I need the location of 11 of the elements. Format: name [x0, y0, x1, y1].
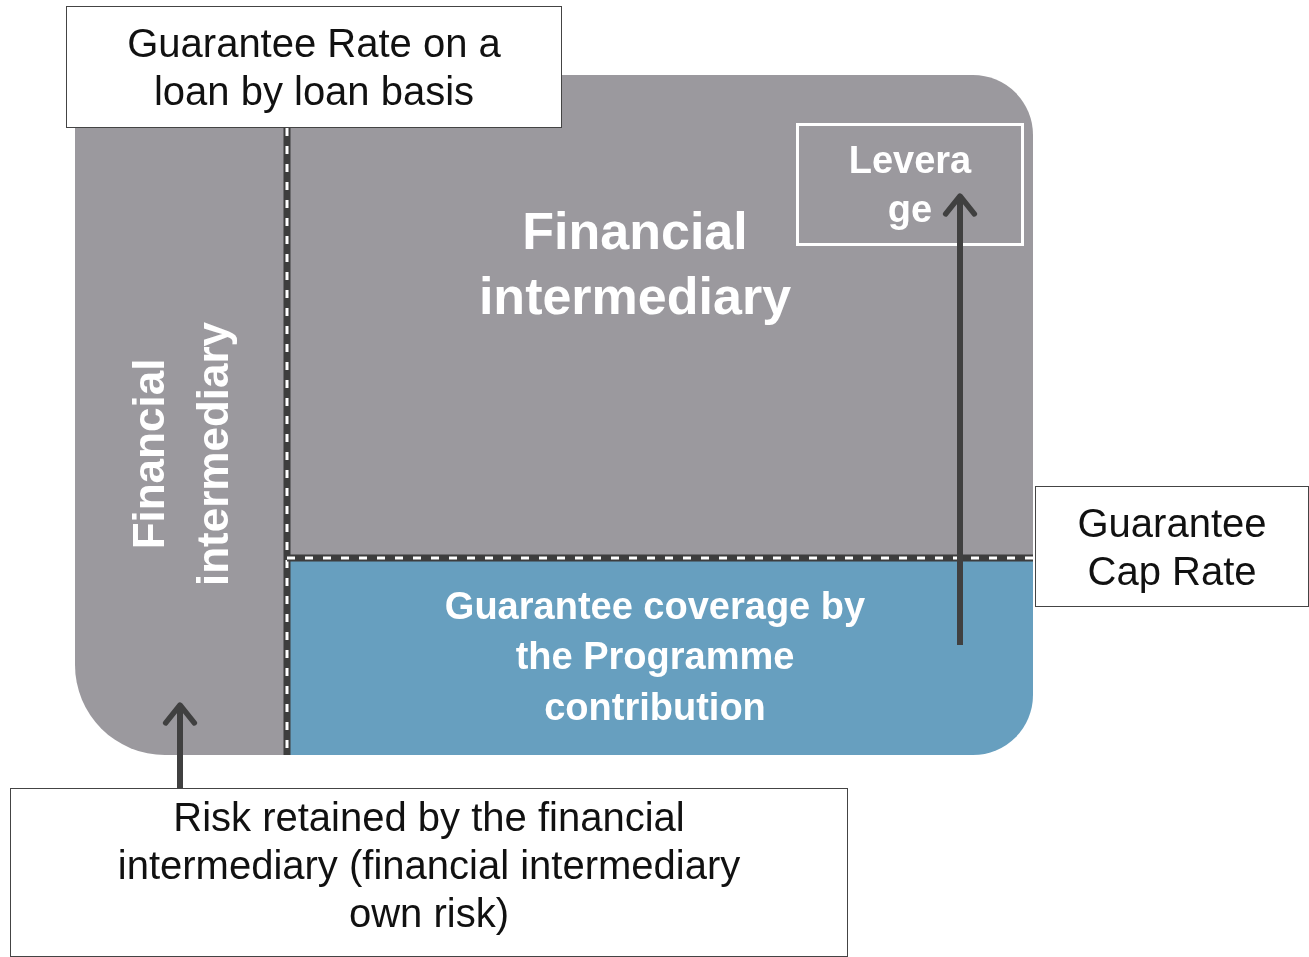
arrow — [942, 193, 978, 645]
panel-label: Guarantee coverage by the Programme contribution — [443, 584, 867, 730]
callout-box: Guarantee Rate on a loan by loan basis — [66, 6, 562, 128]
panel-label: Financial intermediary — [477, 201, 793, 327]
frame-label: Leverage — [847, 138, 973, 233]
side-panel — [75, 128, 287, 755]
label-frame — [796, 123, 1024, 246]
callout-box: Risk retained by the financial intermediary (financial intermediary own risk) — [10, 788, 848, 957]
callout-box: Guarantee Cap Rate — [1035, 486, 1309, 607]
panel-label: Financial intermediary — [123, 321, 238, 589]
arrow — [162, 702, 198, 788]
